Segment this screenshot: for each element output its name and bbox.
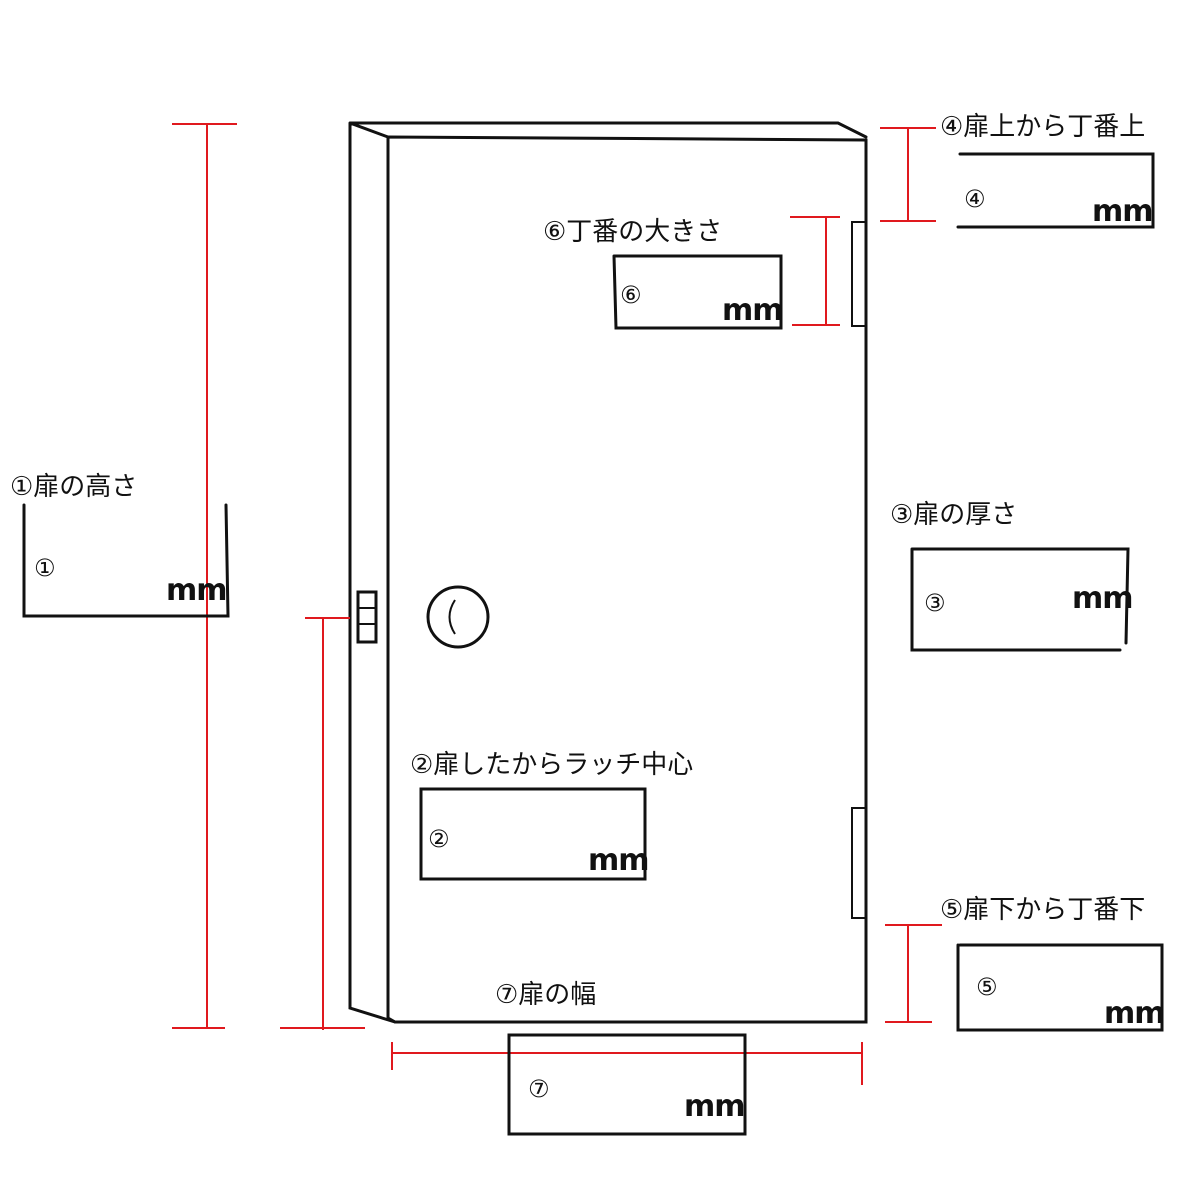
field-top-to-hinge[interactable]: ④扉上から丁番上 ④ mm — [940, 112, 1155, 229]
door-side-panel — [348, 121, 868, 1024]
box-number: ① — [34, 554, 56, 582]
box-number: ② — [428, 825, 450, 853]
input-box[interactable] — [22, 503, 230, 618]
latch — [356, 590, 378, 644]
unit-mm: mm — [166, 573, 227, 608]
input-box[interactable] — [507, 1033, 747, 1136]
dim-1-height — [172, 123, 237, 1029]
box-number: ⑦ — [528, 1075, 550, 1103]
dim-7-width — [391, 1042, 863, 1085]
label-door-height: ①扉の高さ — [10, 472, 137, 502]
unit-mm: mm — [1092, 194, 1153, 229]
box-number: ③ — [924, 589, 946, 617]
input-box[interactable] — [956, 943, 1164, 1032]
label-door-width: ⑦扉の幅 — [495, 980, 596, 1010]
unit-mm: mm — [684, 1089, 745, 1124]
field-hinge-size[interactable]: ⑥丁番の大きさ ⑥ mm — [543, 217, 784, 330]
input-box[interactable] — [956, 152, 1155, 229]
field-bottom-to-hinge[interactable]: ⑤扉下から丁番下 ⑤ mm — [940, 895, 1166, 1032]
unit-mm: mm — [588, 843, 649, 878]
box-number: ⑤ — [976, 973, 998, 1001]
input-box[interactable] — [910, 547, 1130, 652]
dim-5-bottom-hinge — [885, 924, 942, 1023]
input-box[interactable] — [612, 254, 783, 330]
label-hinge-size: ⑥丁番の大きさ — [543, 217, 722, 247]
box-number: ⑥ — [620, 281, 642, 309]
door-knob — [426, 585, 490, 649]
door-front — [386, 135, 868, 1024]
field-door-thickness[interactable]: ③扉の厚さ ③ mm — [890, 500, 1134, 652]
label-bottom-to-hinge: ⑤扉下から丁番下 — [940, 895, 1145, 925]
label-bottom-to-latch: ②扉したからラッチ中心 — [410, 750, 693, 780]
label-door-thickness: ③扉の厚さ — [890, 500, 1017, 530]
dimension-lines — [172, 123, 942, 1085]
unit-mm: mm — [722, 293, 783, 328]
unit-mm: mm — [1104, 996, 1165, 1031]
label-top-to-hinge: ④扉上から丁番上 — [940, 112, 1145, 142]
door — [348, 121, 868, 1024]
field-door-width[interactable]: ⑦扉の幅 ⑦ mm — [495, 980, 747, 1136]
field-door-height[interactable]: ①扉の高さ ① mm — [10, 472, 230, 618]
hinge-bottom — [851, 807, 867, 919]
door-knob-detail — [448, 599, 456, 635]
hinge-top — [851, 221, 867, 327]
box-number: ④ — [964, 185, 986, 213]
dim-4-top-hinge — [880, 127, 936, 222]
field-bottom-to-latch[interactable]: ②扉したからラッチ中心 ② mm — [410, 750, 693, 881]
dim-2-latch — [280, 617, 365, 1030]
unit-mm: mm — [1072, 581, 1133, 616]
dim-6-hinge-size — [790, 216, 840, 326]
input-box[interactable] — [419, 787, 647, 881]
